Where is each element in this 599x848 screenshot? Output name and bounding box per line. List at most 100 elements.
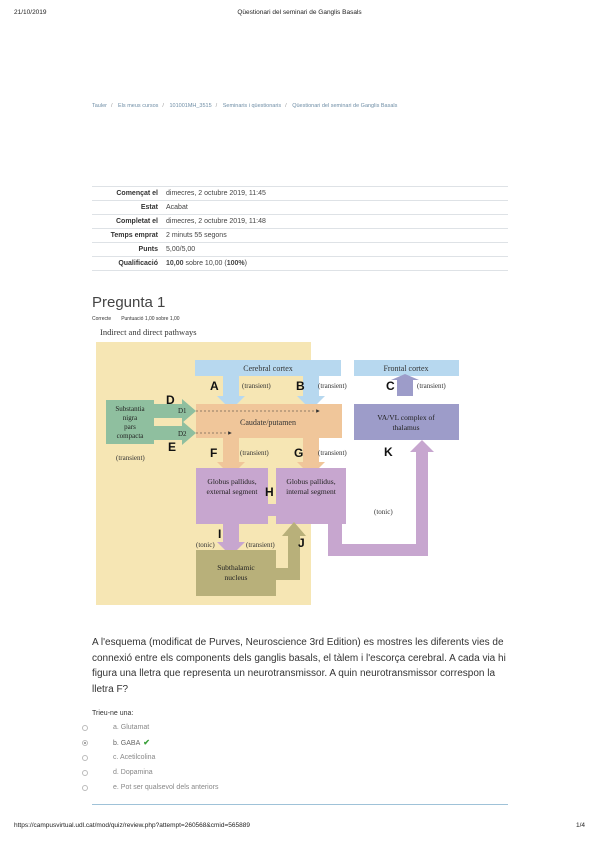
arrow-g [297, 438, 325, 476]
letter-a: A [210, 379, 219, 393]
radio-b[interactable] [82, 739, 88, 746]
summary-row-marks: Punts 5,00/5,00 [92, 242, 508, 257]
breadcrumb-separator: / [110, 103, 113, 109]
stn-line-1: Subthalamic [217, 563, 255, 572]
gpi-line-1: Globus pallidus, [286, 477, 335, 486]
caudate-putamen-label: Caudate/putamen [240, 418, 296, 427]
letter-d: D [166, 393, 175, 407]
print-page-number: 1/4 [575, 822, 585, 829]
print-date: 21/10/2019 [14, 9, 47, 16]
sn-line-2: nigra [123, 414, 138, 422]
answer-prompt: Trieu-ne una: [92, 710, 134, 717]
breadcrumb-my-courses[interactable]: Els meus cursos [118, 103, 159, 109]
summary-row-time: Temps emprat 2 minuts 55 segons [92, 228, 508, 243]
radio-e[interactable] [82, 784, 88, 791]
print-title: Qüestionari del seminari de Ganglis Basa… [237, 9, 362, 16]
sn-line-4: compacta [117, 432, 145, 440]
letter-g: G [294, 446, 303, 460]
thalamus-line-2: thalamus [392, 423, 419, 432]
gpi-box [276, 468, 346, 524]
summary-value: 10,00 sobre 10,00 (100%) [164, 257, 508, 271]
breadcrumb-separator: / [162, 103, 164, 109]
breadcrumb-dashboard[interactable]: Tauler [92, 103, 107, 109]
grade-end: ) [244, 260, 247, 267]
transient-label-c: (transient) [417, 382, 446, 390]
thalamus-box [354, 404, 459, 440]
print-header: 21/10/2019 Qüestionari del seminari de G… [14, 9, 585, 21]
cerebral-cortex-label: Cerebral cortex [243, 364, 293, 373]
grade-percent: 100% [226, 260, 245, 267]
frontal-cortex-box [354, 360, 459, 376]
option-e-label: e. Pot ser qualsevol dels anteriors [113, 784, 219, 791]
attempt-summary-table: Començat el dimecres, 2 octubre 2019, 11:… [92, 186, 508, 271]
gpi-line-2: internal segment [286, 487, 337, 496]
question-text: A l'esquema (modificat de Purves, Neuros… [92, 637, 506, 695]
transient-label-f: (transient) [240, 449, 269, 457]
print-url: https://campusvirtual.udl.cat/mod/quiz/r… [14, 822, 250, 829]
breadcrumb-section[interactable]: Seminaris i qüestionaris [222, 103, 282, 109]
sn-line-3: pars [124, 423, 136, 431]
question-divider [92, 804, 508, 805]
breadcrumb-quiz[interactable]: Qüestionari del seminari de Ganglis Basa… [292, 103, 398, 109]
grade-mid: sobre 10,00 ( [183, 260, 227, 267]
gpe-line-1: Globus pallidus, [207, 477, 256, 486]
option-d-label: d. Dopamina [113, 769, 153, 776]
summary-value: 2 minuts 55 segons [166, 232, 227, 239]
summary-label: Estat [140, 204, 158, 211]
arrow-d1 [154, 399, 196, 423]
arrow-c [391, 374, 419, 396]
radio-d[interactable] [82, 769, 88, 776]
transient-label-j: (transient) [246, 541, 275, 549]
arrow-k [328, 440, 434, 556]
summary-label: Començat el [116, 190, 158, 197]
d2-label: D2 [178, 430, 187, 438]
substantia-nigra-box [106, 400, 154, 444]
question-mark: Puntuació 1,00 sobre 1,00 [121, 316, 180, 322]
letter-c: C [386, 379, 395, 393]
summary-label: Completat el [115, 218, 158, 225]
breadcrumb-separator: / [215, 103, 218, 109]
option-b-label: b. GABA [113, 740, 141, 747]
summary-value: dimecres, 2 octubre 2019, 11:48 [166, 218, 266, 225]
tonic-label-i: (tonic) [196, 541, 215, 549]
summary-label: Temps emprat [110, 232, 158, 239]
tonic-label-k: (tonic) [374, 508, 393, 516]
summary-row-completed: Completat el dimecres, 2 octubre 2019, 11… [92, 214, 508, 229]
stn-line-2: nucleus [225, 573, 248, 582]
arrow-a [217, 376, 245, 410]
option-b-wrap: b. GABA✔ [113, 738, 150, 747]
summary-label: Qualificació [118, 260, 158, 267]
basal-ganglia-diagram: Indirect and direct pathways Cerebral co… [92, 322, 464, 609]
arrow-j [276, 522, 306, 580]
summary-row-started: Començat el dimecres, 2 octubre 2019, 11:… [92, 186, 508, 201]
breadcrumb-course[interactable]: 101001MH_3515 [169, 103, 212, 109]
sn-line-1: Substantia [115, 405, 145, 413]
breadcrumb-separator: / [285, 103, 287, 109]
letter-e: E [168, 440, 176, 454]
letter-k: K [384, 445, 393, 459]
thalamus-line-1: VA/VL complex of [377, 413, 435, 422]
print-footer: https://campusvirtual.udl.cat/mod/quiz/r… [14, 822, 585, 834]
radio-c[interactable] [82, 754, 88, 761]
transient-label-a: (transient) [242, 382, 271, 390]
letter-h: H [265, 485, 274, 499]
summary-row-grade: Qualificació 10,00 sobre 10,00 (100%) [92, 256, 508, 271]
d1-label: D1 [178, 407, 187, 415]
summary-row-state: Estat Acabat [92, 200, 508, 215]
breadcrumb: Tauler/ Els meus cursos/ 101001MH_3515/ … [92, 103, 569, 109]
arrow-i [217, 524, 245, 556]
summary-label: Punts [138, 246, 158, 253]
option-c-label: c. Acetilcolina [113, 754, 156, 761]
gpe-box [196, 468, 268, 524]
cerebral-cortex-box [195, 360, 341, 376]
summary-value: dimecres, 2 octubre 2019, 11:45 [166, 190, 266, 197]
grade-value: 10,00 [166, 260, 184, 267]
diagram-heading: Indirect and direct pathways [100, 327, 197, 337]
letter-i: I [218, 527, 221, 541]
summary-value: Acabat [166, 204, 188, 211]
arrow-b [297, 376, 325, 410]
transient-label-g: (transient) [318, 449, 347, 457]
summary-value: 5,00/5,00 [166, 246, 196, 253]
frontal-cortex-label: Frontal cortex [383, 364, 428, 373]
radio-a[interactable] [82, 724, 88, 731]
